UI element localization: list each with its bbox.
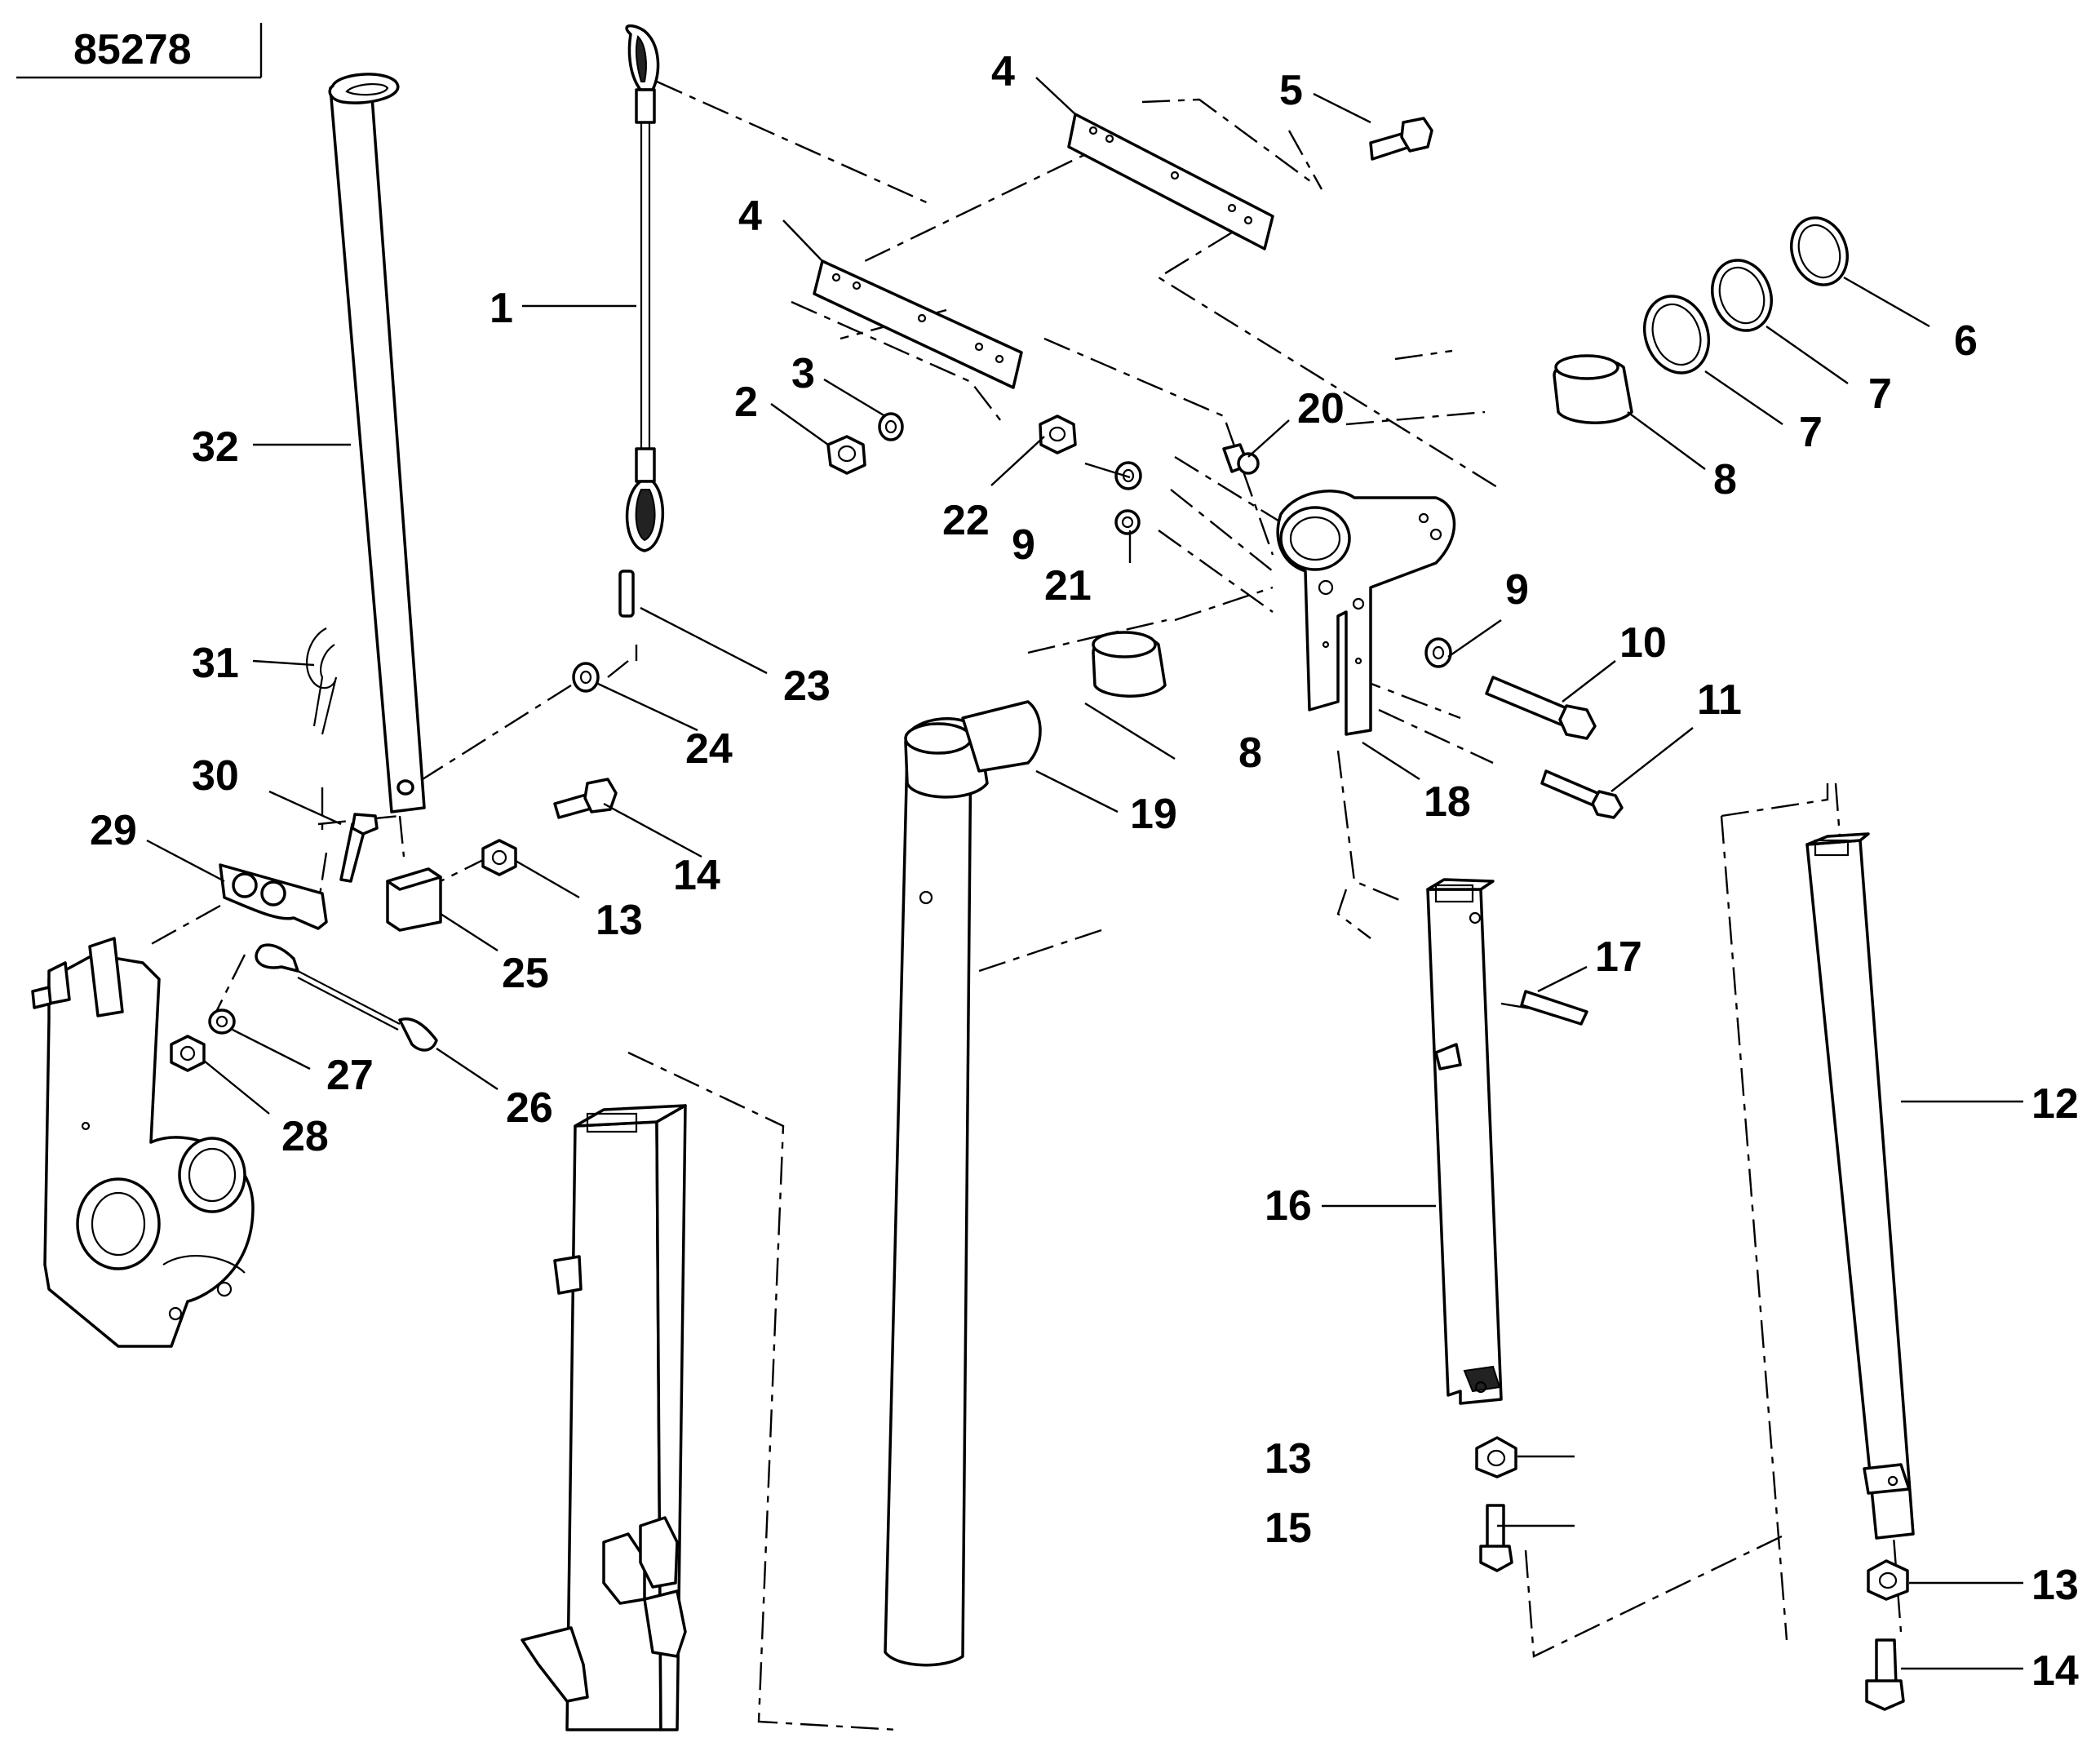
callout-24: 24 xyxy=(685,725,733,773)
callout-12: 12 xyxy=(2031,1080,2079,1128)
small-cable xyxy=(255,943,438,1052)
roll-pin xyxy=(1520,990,1588,1026)
bolt-15 xyxy=(1479,1504,1513,1572)
callout-29: 29 xyxy=(90,807,137,854)
callout-18: 18 xyxy=(1424,778,1471,826)
plate-upper xyxy=(1067,113,1274,250)
callout-27: 27 xyxy=(326,1052,374,1099)
grease-fitting xyxy=(1222,443,1260,475)
nut-13-leg xyxy=(1475,1436,1517,1478)
callout-25: 25 xyxy=(502,950,549,997)
washer-3 xyxy=(878,412,904,441)
plate-lower xyxy=(813,259,1023,389)
callout-22: 22 xyxy=(942,497,990,544)
outer-leg xyxy=(1805,832,1915,1540)
washer-9-upper xyxy=(1114,461,1142,490)
main-post xyxy=(884,700,1042,1667)
callout-19: 19 xyxy=(1130,791,1177,838)
callout-13-leg: 13 xyxy=(1265,1435,1312,1483)
bolt-14-lower xyxy=(1865,1638,1905,1711)
callout-13-upper: 13 xyxy=(596,897,643,944)
callout-31: 31 xyxy=(192,640,239,687)
bolt-5 xyxy=(1369,117,1433,161)
callout-23: 23 xyxy=(783,663,831,710)
inner-leg xyxy=(1426,878,1503,1405)
callout-7-left: 7 xyxy=(1799,409,1823,456)
nut-28 xyxy=(170,1035,206,1072)
bolt-14-upper xyxy=(553,778,618,819)
callout-11: 11 xyxy=(1697,676,1742,724)
washer-24 xyxy=(572,662,600,693)
callout-6: 6 xyxy=(1954,317,1978,365)
washer-7-a xyxy=(1642,295,1711,375)
snap-ring xyxy=(1790,216,1849,286)
callout-30: 30 xyxy=(192,752,239,800)
nut-13-upper xyxy=(481,839,517,876)
callout-32: 32 xyxy=(192,423,239,471)
callout-2: 2 xyxy=(734,379,758,426)
nut-2 xyxy=(826,435,866,475)
callout-8-upper: 8 xyxy=(1713,456,1737,503)
bracket-plate xyxy=(219,863,328,930)
callout-13-outer: 13 xyxy=(2031,1562,2079,1609)
callout-1: 1 xyxy=(490,285,513,332)
callout-9-lower: 9 xyxy=(1505,566,1529,614)
nut-22 xyxy=(1039,414,1077,454)
callout-21: 21 xyxy=(1044,562,1092,610)
callout-4-upper: 4 xyxy=(991,48,1015,95)
square-block xyxy=(386,867,442,932)
leader-lines xyxy=(146,77,2023,1670)
callout-9-upper: 9 xyxy=(1012,521,1035,569)
callout-17: 17 xyxy=(1595,933,1642,981)
handle-rod xyxy=(328,73,426,813)
callout-14-lower: 14 xyxy=(2031,1647,2079,1695)
washer-27 xyxy=(208,1008,236,1035)
washer-9-lower xyxy=(1424,637,1452,668)
callout-7-right: 7 xyxy=(1868,370,1892,418)
hairpin-clip xyxy=(306,627,338,735)
callout-14-upper: 14 xyxy=(673,852,720,899)
callout-26: 26 xyxy=(506,1084,553,1132)
nut-13-outer xyxy=(1867,1559,1909,1601)
bolt-30 xyxy=(339,813,379,883)
callout-15: 15 xyxy=(1265,1505,1312,1552)
callout-5: 5 xyxy=(1279,67,1303,114)
callout-28: 28 xyxy=(281,1113,329,1160)
pivot-bracket xyxy=(1276,490,1456,736)
bolt-11 xyxy=(1540,769,1624,819)
nut-21 xyxy=(1114,509,1141,535)
lower-frame-post xyxy=(521,1104,687,1731)
callout-8-lower: 8 xyxy=(1238,729,1262,777)
reference-number-text: 85278 xyxy=(73,26,192,73)
callout-labels: 1 2 3 4 4 5 6 7 7 8 8 9 9 10 11 12 13 13… xyxy=(90,48,2079,1695)
reference-number: 85278 xyxy=(16,23,263,79)
bolt-10 xyxy=(1485,676,1597,740)
bushing-8-upper xyxy=(1553,354,1633,424)
mounting-bracket xyxy=(31,937,255,1348)
washer-7-b xyxy=(1711,259,1773,332)
callout-10: 10 xyxy=(1619,619,1667,667)
callout-4-lower: 4 xyxy=(738,193,762,240)
small-pin xyxy=(618,570,635,618)
wire-rope xyxy=(625,24,664,552)
bushing-8-lower xyxy=(1092,631,1167,698)
callout-3: 3 xyxy=(791,350,815,397)
callout-16: 16 xyxy=(1265,1182,1312,1230)
callout-20: 20 xyxy=(1297,385,1345,432)
